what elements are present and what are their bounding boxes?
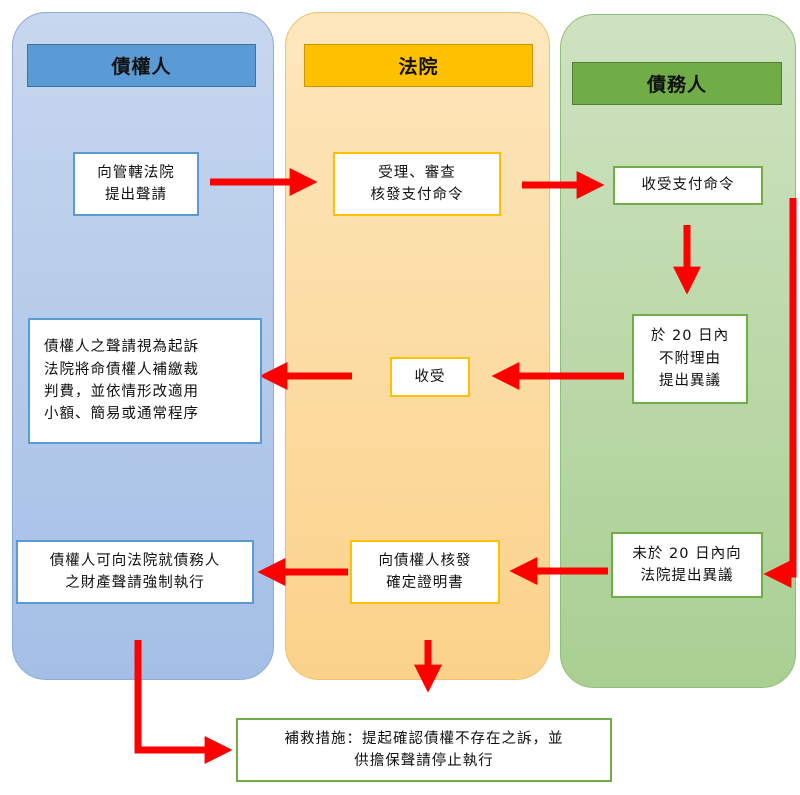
node-enforce: 債權人可向法院就債務人 之財產聲請強制執行 [16,540,254,604]
node-court-receive: 收受 [390,357,470,397]
node-remedy: 補救措施：提起確認債權不存在之訴，並 供擔保聲請停止執行 [236,718,612,782]
node-deemed-suit: 債權人之聲請視為起訴 法院將命債權人補繳裁 判費，並依情形改適用 小額、簡易或通… [28,318,262,444]
debtor-header: 債務人 [572,62,782,105]
court-header: 法院 [304,44,533,87]
arrow-enforce-to-remedy [134,640,233,764]
node-receive-order: 收受支付命令 [613,166,763,205]
node-apply: 向管轄法院 提出聲請 [73,152,199,216]
creditor-header: 債權人 [27,44,256,87]
node-no-objection: 未於 20 日內向 法院提出異議 [611,532,763,598]
node-certificate: 向債權人核發 確定證明書 [350,540,500,604]
node-review: 受理、審查 核發支付命令 [333,152,501,216]
node-objection: 於 20 日內 不附理由 提出異議 [632,314,748,404]
arrow-receive-to-no-objection [763,198,797,588]
